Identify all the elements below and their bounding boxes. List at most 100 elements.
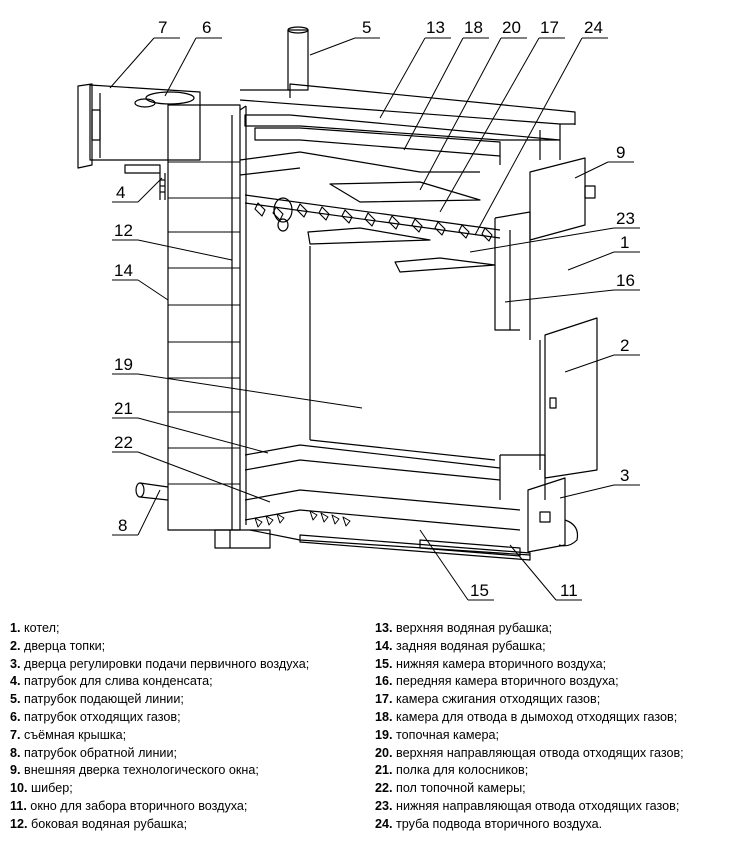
callout-label: 12 <box>114 221 133 240</box>
legend-text: съёмная крышка; <box>20 727 127 742</box>
legend-number: 24. <box>375 816 393 831</box>
legend-item: 14. задняя водяная рубашка; <box>375 638 737 656</box>
legend-item: 15. нижняя камера вторичного воздуха; <box>375 656 737 674</box>
legend-text: котел; <box>20 621 60 635</box>
legend-item: 10. шибер; <box>10 780 370 798</box>
legend-number: 8. <box>10 745 21 760</box>
legend-item: 16. передняя камера вторичного воздуха; <box>375 673 737 691</box>
legend-text: дверца регулировки подачи первичного воз… <box>20 656 310 671</box>
legend-number: 2. <box>10 638 21 653</box>
legend-number: 16. <box>375 674 393 689</box>
legend-item: 17. камера сжигания отходящих газов; <box>375 691 737 709</box>
callout-label: 14 <box>114 261 133 280</box>
legend-item: 12. боковая водяная рубашка; <box>10 816 370 834</box>
legend-number: 14. <box>375 638 393 653</box>
legend-text: камера для отвода в дымоход отходящих га… <box>392 709 678 724</box>
legend-number: 5. <box>10 692 21 707</box>
legend-column-right: 13. верхняя водяная рубашка; 14. задняя … <box>375 620 737 834</box>
legend-item: 23. нижняя направляющая отвода отходящих… <box>375 798 737 816</box>
legend-text: патрубок подающей линии; <box>20 692 184 707</box>
legend-number: 19. <box>375 727 393 742</box>
legend-text: патрубок обратной линии; <box>20 745 177 760</box>
legend-number: 10. <box>10 781 28 796</box>
legend-number: 22. <box>375 781 393 796</box>
callout-label: 17 <box>540 18 559 37</box>
callout-label: 16 <box>616 271 635 290</box>
legend-number: 3. <box>10 656 21 671</box>
legend-item: 9. внешняя дверка технологического окна; <box>10 762 370 780</box>
legend-text: шибер; <box>27 781 73 796</box>
callout-label: 1 <box>620 233 629 252</box>
callout-label: 21 <box>114 399 133 418</box>
legend-item: 2. дверца топки; <box>10 638 370 656</box>
boiler-drawing <box>77 26 598 561</box>
legend-number: 21. <box>375 763 393 778</box>
legend-text: задняя водяная рубашка; <box>392 638 546 653</box>
callout-label: 2 <box>620 336 629 355</box>
legend-item: 24. труба подвода вторичного воздуха. <box>375 816 737 834</box>
legend-number: 13. <box>375 621 393 635</box>
callout-label: 3 <box>620 466 629 485</box>
legend-item: 13. верхняя водяная рубашка; <box>375 620 737 638</box>
legend-text: нижняя камера вторичного воздуха; <box>392 656 607 671</box>
callout-label: 20 <box>502 18 521 37</box>
legend-text: дверца топки; <box>20 638 106 653</box>
callout-label: 15 <box>470 581 489 600</box>
callout-label: 9 <box>616 143 625 162</box>
legend-number: 11. <box>10 798 27 813</box>
legend-item: 22. пол топочной камеры; <box>375 780 737 798</box>
legend-item: 3. дверца регулировки подачи первичного … <box>10 656 370 674</box>
callout-label: 18 <box>464 18 483 37</box>
legend-number: 1. <box>10 621 21 635</box>
legend-text: верхняя водяная рубашка; <box>392 621 553 635</box>
legend-item: 6. патрубок отходящих газов; <box>10 709 370 727</box>
legend-number: 18. <box>375 709 393 724</box>
legend-text: нижняя направляющая отвода отходящих газ… <box>392 798 680 813</box>
legend-number: 7. <box>10 727 21 742</box>
legend: 1. котел; 2. дверца топки; 3. дверца рег… <box>0 620 740 852</box>
callout-label: 22 <box>114 433 133 452</box>
callout-labels: 7 6 5 13 18 20 17 24 9 4 23 12 1 14 16 2… <box>114 18 635 600</box>
legend-column-left: 1. котел; 2. дверца топки; 3. дверца рег… <box>10 620 370 834</box>
legend-text: пол топочной камеры; <box>392 781 526 796</box>
legend-item: 20. верхняя направляющая отвода отходящи… <box>375 745 737 763</box>
callout-label: 11 <box>560 581 578 600</box>
legend-number: 12. <box>10 816 28 831</box>
callout-label: 19 <box>114 355 133 374</box>
callout-label: 6 <box>202 18 211 37</box>
callout-label: 24 <box>584 18 603 37</box>
legend-text: передняя камера вторичного воздуха; <box>392 674 619 689</box>
legend-item: 4. патрубок для слива конденсата; <box>10 673 370 691</box>
callout-label: 23 <box>616 209 635 228</box>
callout-label: 13 <box>426 18 445 37</box>
legend-item: 1. котел; <box>10 620 370 638</box>
boiler-diagram: 7 6 5 13 18 20 17 24 9 4 23 12 1 14 16 2… <box>77 18 640 601</box>
legend-item: 21. полка для колосников; <box>375 762 737 780</box>
legend-item: 8. патрубок обратной линии; <box>10 745 370 763</box>
callout-label: 8 <box>118 516 127 535</box>
legend-number: 15. <box>375 656 393 671</box>
legend-text: полка для колосников; <box>392 763 529 778</box>
leader-lines <box>109 37 640 601</box>
legend-number: 20. <box>375 745 393 760</box>
legend-item: 7. съёмная крышка; <box>10 727 370 745</box>
callout-label: 5 <box>362 18 371 37</box>
legend-number: 17. <box>375 692 393 707</box>
legend-text: камера сжигания отходящих газов; <box>392 692 601 707</box>
callout-label: 4 <box>116 183 125 202</box>
legend-number: 9. <box>10 763 21 778</box>
callout-label: 7 <box>158 18 167 37</box>
legend-item: 18. камера для отвода в дымоход отходящи… <box>375 709 737 727</box>
legend-text: внешняя дверка технологического окна; <box>20 763 259 778</box>
legend-item: 11. окно для забора вторичного воздуха; <box>10 798 370 816</box>
legend-item: 5. патрубок подающей линии; <box>10 691 370 709</box>
legend-number: 6. <box>10 709 21 724</box>
legend-text: топочная камера; <box>392 727 499 742</box>
legend-text: патрубок отходящих газов; <box>20 709 181 724</box>
legend-item: 19. топочная камера; <box>375 727 737 745</box>
legend-number: 4. <box>10 674 21 689</box>
legend-number: 23. <box>375 798 393 813</box>
legend-text: боковая водяная рубашка; <box>27 816 188 831</box>
legend-text: окно для забора вторичного воздуха; <box>26 798 248 813</box>
legend-text: труба подвода вторичного воздуха. <box>392 816 603 831</box>
